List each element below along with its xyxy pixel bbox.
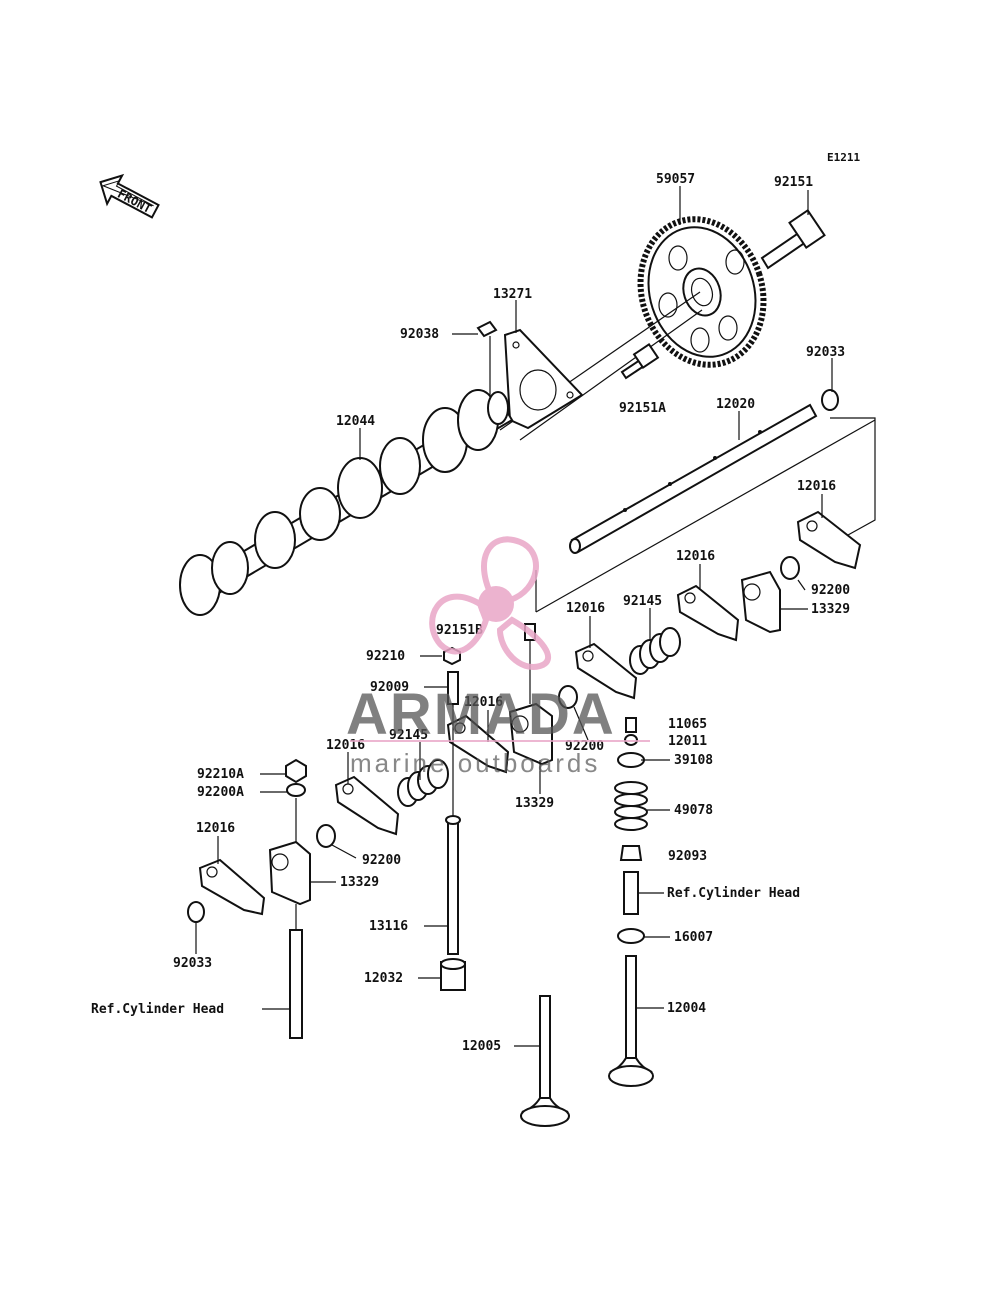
label-16007: 16007 xyxy=(674,930,713,945)
cap-11065 xyxy=(625,717,637,733)
label-92145-a: 92145 xyxy=(623,594,662,609)
rocker-arm-f xyxy=(198,858,266,916)
label-92009: 92009 xyxy=(370,680,409,695)
bracket-13329-b xyxy=(508,702,553,766)
label-92210: 92210 xyxy=(366,649,405,664)
watermark-name: ARMADA xyxy=(346,682,616,747)
spring-92145-b xyxy=(397,759,449,807)
valve-guide xyxy=(623,871,639,915)
rocker-arm-c xyxy=(574,642,638,700)
washer-92200-a xyxy=(780,556,800,580)
label-92151A: 92151A xyxy=(619,401,666,416)
label-13329-a: 13329 xyxy=(811,602,850,617)
plate-13271 xyxy=(503,328,584,430)
seat-16007 xyxy=(617,928,645,944)
ring-92033-bottom xyxy=(187,901,205,923)
label-92210A: 92210A xyxy=(197,767,244,782)
label-12016-c: 12016 xyxy=(566,601,605,616)
label-13329-b: 13329 xyxy=(515,796,554,811)
label-12005: 12005 xyxy=(462,1039,501,1054)
stud xyxy=(289,929,303,1039)
label-92200-a: 92200 xyxy=(811,583,850,598)
bolt-92151 xyxy=(760,209,826,270)
retainer-39108 xyxy=(617,752,645,768)
label-49078: 49078 xyxy=(674,803,713,818)
valve-spring xyxy=(614,781,648,831)
propeller-logo-icon xyxy=(429,536,552,670)
label-12032: 12032 xyxy=(364,971,403,986)
label-92093: 92093 xyxy=(668,849,707,864)
label-92151: 92151 xyxy=(774,175,813,190)
label-13271: 13271 xyxy=(493,287,532,302)
cam-gear xyxy=(637,216,767,368)
label-92145-b: 92145 xyxy=(389,728,428,743)
rocker-arm-b xyxy=(676,584,740,642)
rocker-arm-e xyxy=(334,775,400,836)
bolt-92151A xyxy=(620,342,660,380)
label-92038: 92038 xyxy=(400,327,439,342)
key-92038 xyxy=(476,320,498,338)
washer-92200A xyxy=(286,783,306,797)
label-92033-bottom: 92033 xyxy=(173,956,212,971)
front-arrow-icon: FRONT xyxy=(99,173,160,219)
label-92200A: 92200A xyxy=(197,785,244,800)
label-12016-a: 12016 xyxy=(797,479,836,494)
valve-exhaust xyxy=(608,955,654,1087)
washer-92200-b xyxy=(558,685,578,709)
push-rod xyxy=(445,815,461,955)
camshaft xyxy=(179,389,514,616)
label-92033-top: 92033 xyxy=(806,345,845,360)
label-13329-c: 13329 xyxy=(340,875,379,890)
label-39108: 39108 xyxy=(674,753,713,768)
label-92151B: 92151B xyxy=(436,623,483,638)
label-13116: 13116 xyxy=(369,919,408,934)
valve-intake xyxy=(520,995,570,1127)
label-11065: 11065 xyxy=(668,717,707,732)
rocker-arm-a xyxy=(796,510,862,570)
label-12020: 12020 xyxy=(716,397,755,412)
watermark-tagline: marine outboards xyxy=(350,748,600,778)
bracket-13329-a xyxy=(740,570,781,634)
bracket-13329-c xyxy=(268,840,311,906)
label-92200-b: 92200 xyxy=(565,739,604,754)
label-12004: 12004 xyxy=(667,1001,706,1016)
label-12016-d: 12016 xyxy=(464,695,503,710)
label-12016-f: 12016 xyxy=(196,821,235,836)
diagram-code: E1211 xyxy=(827,151,860,164)
front-label: FRONT xyxy=(115,187,153,216)
seal-92093 xyxy=(619,845,643,861)
label-ref-cylinder-head-left: Ref.Cylinder Head xyxy=(91,1002,224,1017)
nut-92210A xyxy=(285,758,307,784)
rocker-shaft xyxy=(569,403,818,554)
label-12011: 12011 xyxy=(668,734,707,749)
label-12044: 12044 xyxy=(336,414,375,429)
label-59057: 59057 xyxy=(656,172,695,187)
label-ref-cylinder-head-right: Ref.Cylinder Head xyxy=(667,886,800,901)
label-12016-b: 12016 xyxy=(676,549,715,564)
ring-92033-top xyxy=(821,389,839,411)
washer-92200-c xyxy=(316,824,336,848)
tappet xyxy=(440,958,466,991)
watermark: ARMADA marine outboards xyxy=(346,536,650,778)
label-92200-c: 92200 xyxy=(362,853,401,868)
spring-92145-a xyxy=(629,627,681,675)
